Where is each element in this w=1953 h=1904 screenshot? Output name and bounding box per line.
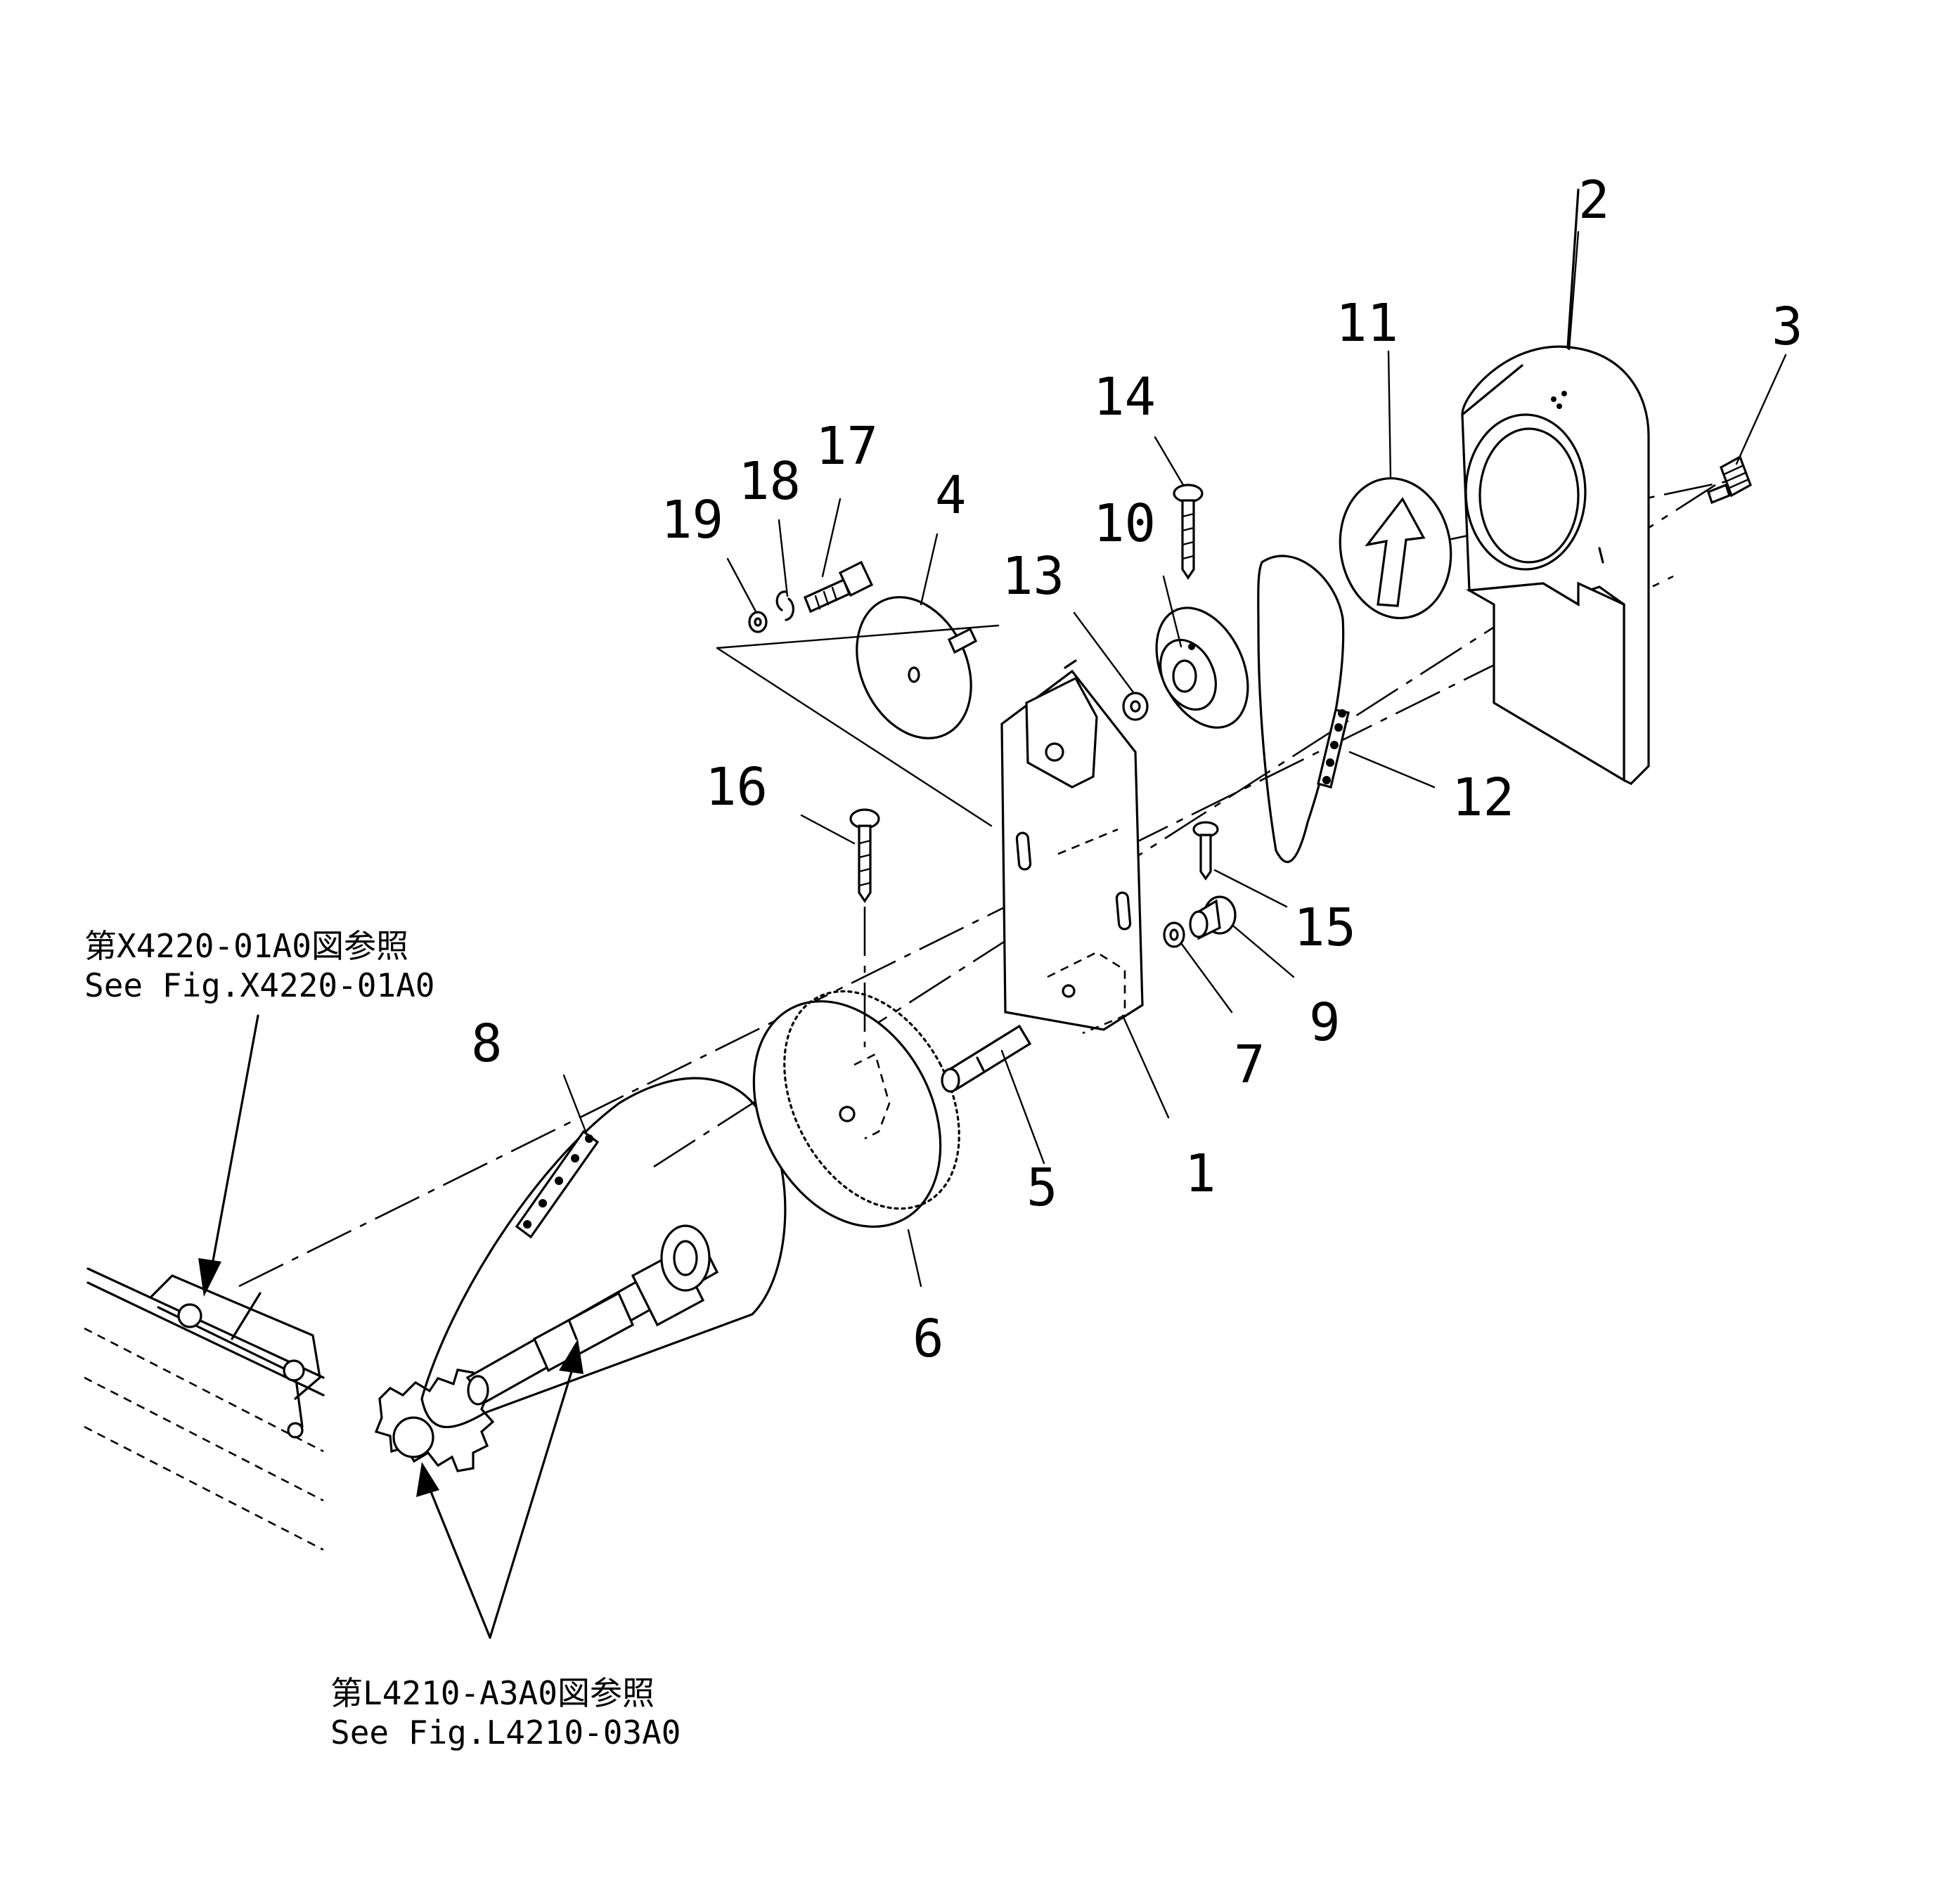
callout-12: 12	[1452, 768, 1514, 828]
hub-sprocket-10	[1155, 607, 1249, 729]
cover-disc-4	[856, 596, 978, 739]
upper-reference-ja: 第X4220-01A0図参照	[84, 927, 408, 965]
base-frame	[84, 1267, 325, 1551]
upper-reference-en: See Fig.X4220-01A0	[84, 966, 435, 1004]
reference-notes: 第X4220-01A0図参照 See Fig.X4220-01A0 第L4210…	[84, 927, 681, 1751]
callout-15: 15	[1294, 898, 1356, 958]
arrow-plate-11	[1339, 477, 1452, 620]
callout-14: 14	[1093, 367, 1156, 427]
callout-17: 17	[816, 416, 878, 477]
chain-segment-8	[515, 1129, 600, 1239]
large-sprocket-6	[752, 990, 960, 1228]
bracket-plate-1	[1000, 659, 1144, 1035]
screw-15	[1192, 821, 1219, 881]
small-sprocket	[374, 1368, 495, 1472]
callout-1: 1	[1185, 1144, 1216, 1204]
reference-arrows	[198, 1014, 584, 1639]
lower-reference-en: See Fig.L4210-03A0	[330, 1714, 681, 1751]
washer-7	[1163, 921, 1185, 948]
callout-5: 5	[1026, 1158, 1058, 1218]
callout-9: 9	[1309, 992, 1341, 1053]
callout-18: 18	[738, 451, 801, 512]
chain-loop-12	[1257, 555, 1345, 863]
callout-19: 19	[661, 490, 723, 550]
callout-7: 7	[1234, 1035, 1265, 1095]
screw-16	[849, 808, 880, 1047]
leader-lines	[562, 231, 1787, 1288]
pin-5	[941, 1024, 1032, 1093]
washer-19	[748, 611, 768, 633]
callout-4: 4	[935, 465, 967, 526]
chain-loop-8	[420, 1077, 787, 1429]
chain-cover-2	[1461, 188, 1650, 785]
chain-segment-12	[1317, 708, 1350, 789]
collar-9	[1189, 895, 1237, 940]
callout-labels: 1 2 3 4 5 6 7 8 9 10 11 12 13 14 15 16 1…	[471, 170, 1803, 1369]
callout-13: 13	[1002, 546, 1064, 607]
drive-shaft	[465, 1224, 719, 1406]
callout-11: 11	[1336, 293, 1398, 354]
callout-3: 3	[1772, 297, 1803, 357]
callout-8: 8	[471, 1013, 503, 1074]
callout-2: 2	[1578, 170, 1610, 231]
callout-10: 10	[1093, 493, 1156, 554]
lower-reference-ja: 第L4210-A3A0図参照	[330, 1674, 655, 1712]
screw-3	[1707, 455, 1752, 505]
screw-14	[1173, 484, 1204, 580]
bolt-17	[803, 560, 874, 614]
callout-16: 16	[705, 757, 768, 817]
washer-13	[1122, 692, 1149, 721]
callout-6: 6	[913, 1309, 944, 1369]
spring-washer-18	[775, 590, 794, 621]
